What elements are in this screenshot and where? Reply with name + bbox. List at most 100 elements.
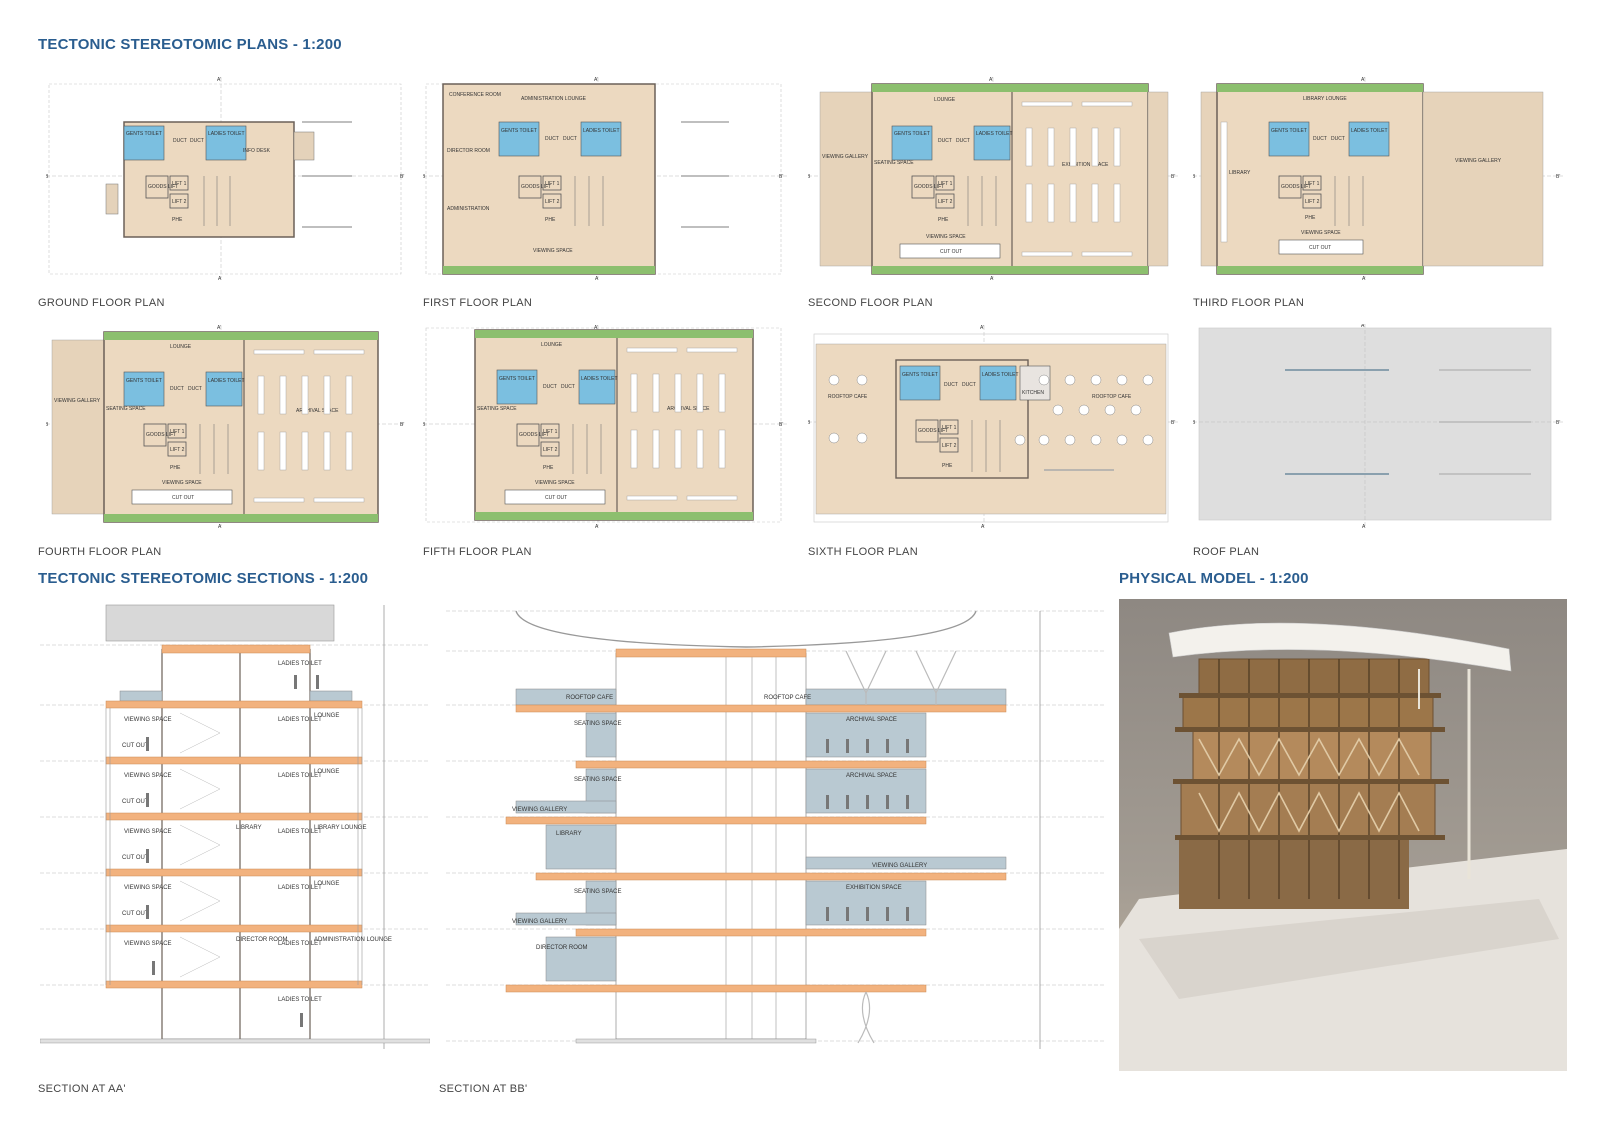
svg-text:DUCT: DUCT [962, 382, 976, 388]
svg-text:CUT OUT: CUT OUT [122, 855, 149, 861]
svg-text:PHE: PHE [172, 217, 183, 223]
svg-text:LOUNGE: LOUNGE [170, 344, 192, 350]
svg-text:LIBRARY: LIBRARY [556, 831, 582, 837]
svg-text:LOUNGE: LOUNGE [541, 342, 563, 348]
svg-text:LIBRARY: LIBRARY [236, 825, 262, 831]
svg-text:A': A' [1361, 324, 1365, 329]
svg-text:VIEWING GALLERY: VIEWING GALLERY [822, 154, 869, 160]
svg-text:GENTS TOILET: GENTS TOILET [902, 372, 938, 378]
svg-text:DUCT: DUCT [545, 136, 559, 142]
svg-text:B: B [1193, 420, 1196, 426]
svg-text:ARCHIVAL SPACE: ARCHIVAL SPACE [667, 406, 710, 412]
svg-text:A: A [595, 524, 599, 529]
svg-text:PHE: PHE [543, 465, 554, 471]
svg-text:SEATING SPACE: SEATING SPACE [574, 777, 621, 783]
svg-text:ROOFTOP CAFE: ROOFTOP CAFE [566, 695, 613, 701]
svg-text:LIFT 2: LIFT 2 [938, 199, 953, 205]
second-floor-caption: SECOND FLOOR PLAN [808, 297, 933, 309]
svg-text:VIEWING SPACE: VIEWING SPACE [124, 829, 172, 835]
svg-text:ADMINISTRATION: ADMINISTRATION [447, 206, 490, 212]
svg-text:PHE: PHE [942, 463, 953, 469]
svg-text:VIEWING GALLERY: VIEWING GALLERY [54, 398, 101, 404]
svg-text:LADIES TOILET: LADIES TOILET [208, 378, 245, 384]
svg-text:LIBRARY LOUNGE: LIBRARY LOUNGE [314, 825, 366, 831]
svg-text:GENTS TOILET: GENTS TOILET [499, 376, 535, 382]
svg-text:LADIES TOILET: LADIES TOILET [278, 997, 322, 1003]
svg-text:A: A [595, 276, 599, 281]
svg-text:LIFT 1: LIFT 1 [172, 181, 187, 187]
ground-floor-caption: GROUND FLOOR PLAN [38, 297, 165, 309]
plans-heading: TECTONIC STEREOTOMIC PLANS - 1:200 [38, 36, 342, 53]
fifth-floor-plan: A' A B B' LOUNGE GENTS TOILET LADIES TOI… [423, 324, 787, 529]
svg-text:VIEWING GALLERY: VIEWING GALLERY [872, 863, 927, 869]
svg-text:VIEWING GALLERY: VIEWING GALLERY [1455, 158, 1502, 164]
svg-text:LADIES TOILET: LADIES TOILET [278, 773, 322, 779]
svg-text:DUCT: DUCT [956, 138, 970, 144]
svg-text:A: A [1362, 276, 1366, 281]
svg-text:ARCHIVAL SPACE: ARCHIVAL SPACE [846, 773, 897, 779]
svg-text:LIFT 1: LIFT 1 [545, 181, 560, 187]
section-bb-caption: SECTION AT BB' [439, 1083, 528, 1095]
svg-text:ARCHIVAL SPACE: ARCHIVAL SPACE [296, 408, 339, 414]
section-aa-caption: SECTION AT AA' [38, 1083, 126, 1095]
svg-text:CUT OUT: CUT OUT [122, 743, 149, 749]
fifth-floor-caption: FIFTH FLOOR PLAN [423, 546, 532, 558]
svg-text:DUCT: DUCT [563, 136, 577, 142]
svg-text:GENTS TOILET: GENTS TOILET [501, 128, 537, 134]
svg-text:GOODS LIFT: GOODS LIFT [519, 432, 549, 438]
svg-text:LIFT 1: LIFT 1 [942, 425, 957, 431]
svg-text:GOODS LIFT: GOODS LIFT [914, 184, 944, 190]
svg-text:LIFT 1: LIFT 1 [170, 429, 185, 435]
svg-text:LADIES TOILET: LADIES TOILET [278, 885, 322, 891]
svg-text:B: B [1193, 174, 1196, 180]
svg-text:GOODS LIFT: GOODS LIFT [521, 184, 551, 190]
svg-text:SEATING SPACE: SEATING SPACE [477, 406, 517, 412]
svg-text:B': B' [400, 174, 404, 180]
svg-text:B': B' [779, 422, 783, 428]
svg-text:EXHIBITION SPACE: EXHIBITION SPACE [1062, 162, 1109, 168]
svg-text:ROOFTOP CAFE: ROOFTOP CAFE [828, 394, 868, 400]
svg-text:DUCT: DUCT [1331, 136, 1345, 142]
svg-text:A': A' [594, 77, 598, 83]
svg-text:GOODS LIFT: GOODS LIFT [148, 184, 178, 190]
svg-text:PHE: PHE [938, 217, 949, 223]
svg-text:LADIES TOILET: LADIES TOILET [1351, 128, 1388, 134]
svg-text:B: B [808, 174, 811, 180]
svg-text:DUCT: DUCT [561, 384, 575, 390]
svg-text:DUCT: DUCT [1313, 136, 1327, 142]
third-floor-plan: A' A B B' LIBRARY LOUNGE GENTS TOILET LA… [1193, 76, 1563, 281]
svg-text:DUCT: DUCT [170, 386, 184, 392]
svg-text:DUCT: DUCT [938, 138, 952, 144]
svg-text:LOUNGE: LOUNGE [934, 97, 956, 103]
svg-text:DIRECTOR ROOM: DIRECTOR ROOM [447, 148, 490, 154]
svg-text:LIFT 1: LIFT 1 [543, 429, 558, 435]
svg-text:VIEWING SPACE: VIEWING SPACE [1301, 230, 1341, 236]
svg-text:VIEWING SPACE: VIEWING SPACE [535, 480, 575, 486]
svg-text:B': B' [1556, 420, 1560, 426]
svg-text:LIBRARY LOUNGE: LIBRARY LOUNGE [1303, 96, 1347, 102]
svg-text:VIEWING GALLERY: VIEWING GALLERY [512, 807, 567, 813]
fourth-floor-caption: FOURTH FLOOR PLAN [38, 546, 162, 558]
svg-text:LOUNGE: LOUNGE [314, 881, 339, 887]
svg-text:CUT OUT: CUT OUT [122, 911, 149, 917]
svg-text:LOUNGE: LOUNGE [314, 713, 339, 719]
svg-text:B: B [46, 174, 49, 180]
svg-text:ROOFTOP CAFE: ROOFTOP CAFE [764, 695, 811, 701]
svg-text:LIFT 1: LIFT 1 [938, 181, 953, 187]
svg-text:VIEWING SPACE: VIEWING SPACE [124, 773, 172, 779]
svg-text:LADIES TOILET: LADIES TOILET [278, 661, 322, 667]
svg-text:VIEWING SPACE: VIEWING SPACE [533, 248, 573, 254]
svg-text:CUT OUT: CUT OUT [172, 495, 194, 501]
svg-text:A': A' [217, 77, 221, 83]
svg-text:A: A [218, 276, 222, 281]
svg-text:B: B [46, 422, 49, 428]
svg-text:CUT OUT: CUT OUT [1309, 245, 1331, 251]
svg-text:DUCT: DUCT [944, 382, 958, 388]
svg-text:GOODS LIFT: GOODS LIFT [1281, 184, 1311, 190]
svg-text:DUCT: DUCT [543, 384, 557, 390]
svg-text:LADIES TOILET: LADIES TOILET [976, 131, 1013, 137]
svg-text:PHE: PHE [545, 217, 556, 223]
svg-text:GENTS TOILET: GENTS TOILET [894, 131, 930, 137]
fourth-floor-plan: A' A B B' LOUNGE GENTS TOILET LADIES TOI… [46, 324, 406, 529]
svg-text:PHE: PHE [170, 465, 181, 471]
